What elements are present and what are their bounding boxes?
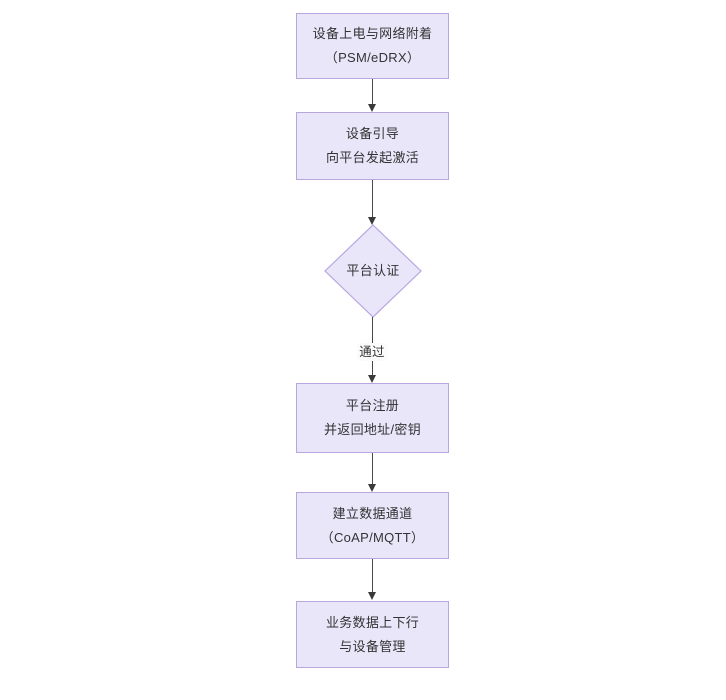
edge-line bbox=[372, 559, 373, 593]
flow-node-data-channel-line2: （CoAP/MQTT） bbox=[320, 529, 425, 545]
flow-edge-bootstrap-to-platform-auth bbox=[368, 180, 376, 225]
edge-line bbox=[372, 453, 373, 485]
flow-node-platform-register[interactable]: 平台注册 并返回地址/密钥 bbox=[296, 383, 449, 453]
flow-node-platform-auth-label: 平台认证 bbox=[346, 263, 400, 278]
edge-arrowhead bbox=[368, 217, 376, 225]
edge-arrowhead bbox=[368, 104, 376, 112]
edge-line bbox=[372, 79, 373, 105]
flow-node-bootstrap[interactable]: 设备引导 向平台发起激活 bbox=[296, 112, 449, 180]
edge-line bbox=[372, 180, 373, 218]
flow-edge-platform-auth-to-platform-register: 通过 bbox=[357, 317, 387, 383]
diamond-shape-icon bbox=[324, 224, 422, 318]
flow-edge-data-channel-to-business-data bbox=[368, 559, 376, 601]
edge-arrowhead bbox=[368, 375, 376, 383]
flow-node-power-on-line1: 设备上电与网络附着 bbox=[312, 26, 433, 41]
flow-node-bootstrap-line2: 向平台发起激活 bbox=[325, 150, 420, 165]
flow-node-data-channel[interactable]: 建立数据通道 （CoAP/MQTT） bbox=[296, 492, 449, 559]
edge-arrowhead bbox=[368, 484, 376, 492]
flow-edge-power-on-to-bootstrap bbox=[368, 79, 376, 112]
flow-node-business-data-line2: 与设备管理 bbox=[339, 638, 406, 654]
flow-node-business-data[interactable]: 业务数据上下行 与设备管理 bbox=[296, 601, 449, 668]
flow-edge-label-pass: 通过 bbox=[357, 343, 387, 361]
flow-edge-platform-register-to-data-channel bbox=[368, 453, 376, 492]
flow-node-platform-register-line1: 平台注册 bbox=[345, 398, 400, 413]
flow-node-platform-auth[interactable]: 平台认证 bbox=[324, 224, 422, 318]
flow-node-bootstrap-line1: 设备引导 bbox=[345, 126, 400, 141]
flow-node-platform-register-line2: 并返回地址/密钥 bbox=[323, 422, 421, 437]
flow-node-business-data-line1: 业务数据上下行 bbox=[325, 614, 420, 630]
flow-node-data-channel-line1: 建立数据通道 bbox=[332, 505, 413, 521]
flow-node-power-on-line2: （PSM/eDRX） bbox=[324, 50, 421, 65]
flow-node-power-on[interactable]: 设备上电与网络附着 （PSM/eDRX） bbox=[296, 13, 449, 79]
edge-arrowhead bbox=[368, 592, 376, 600]
